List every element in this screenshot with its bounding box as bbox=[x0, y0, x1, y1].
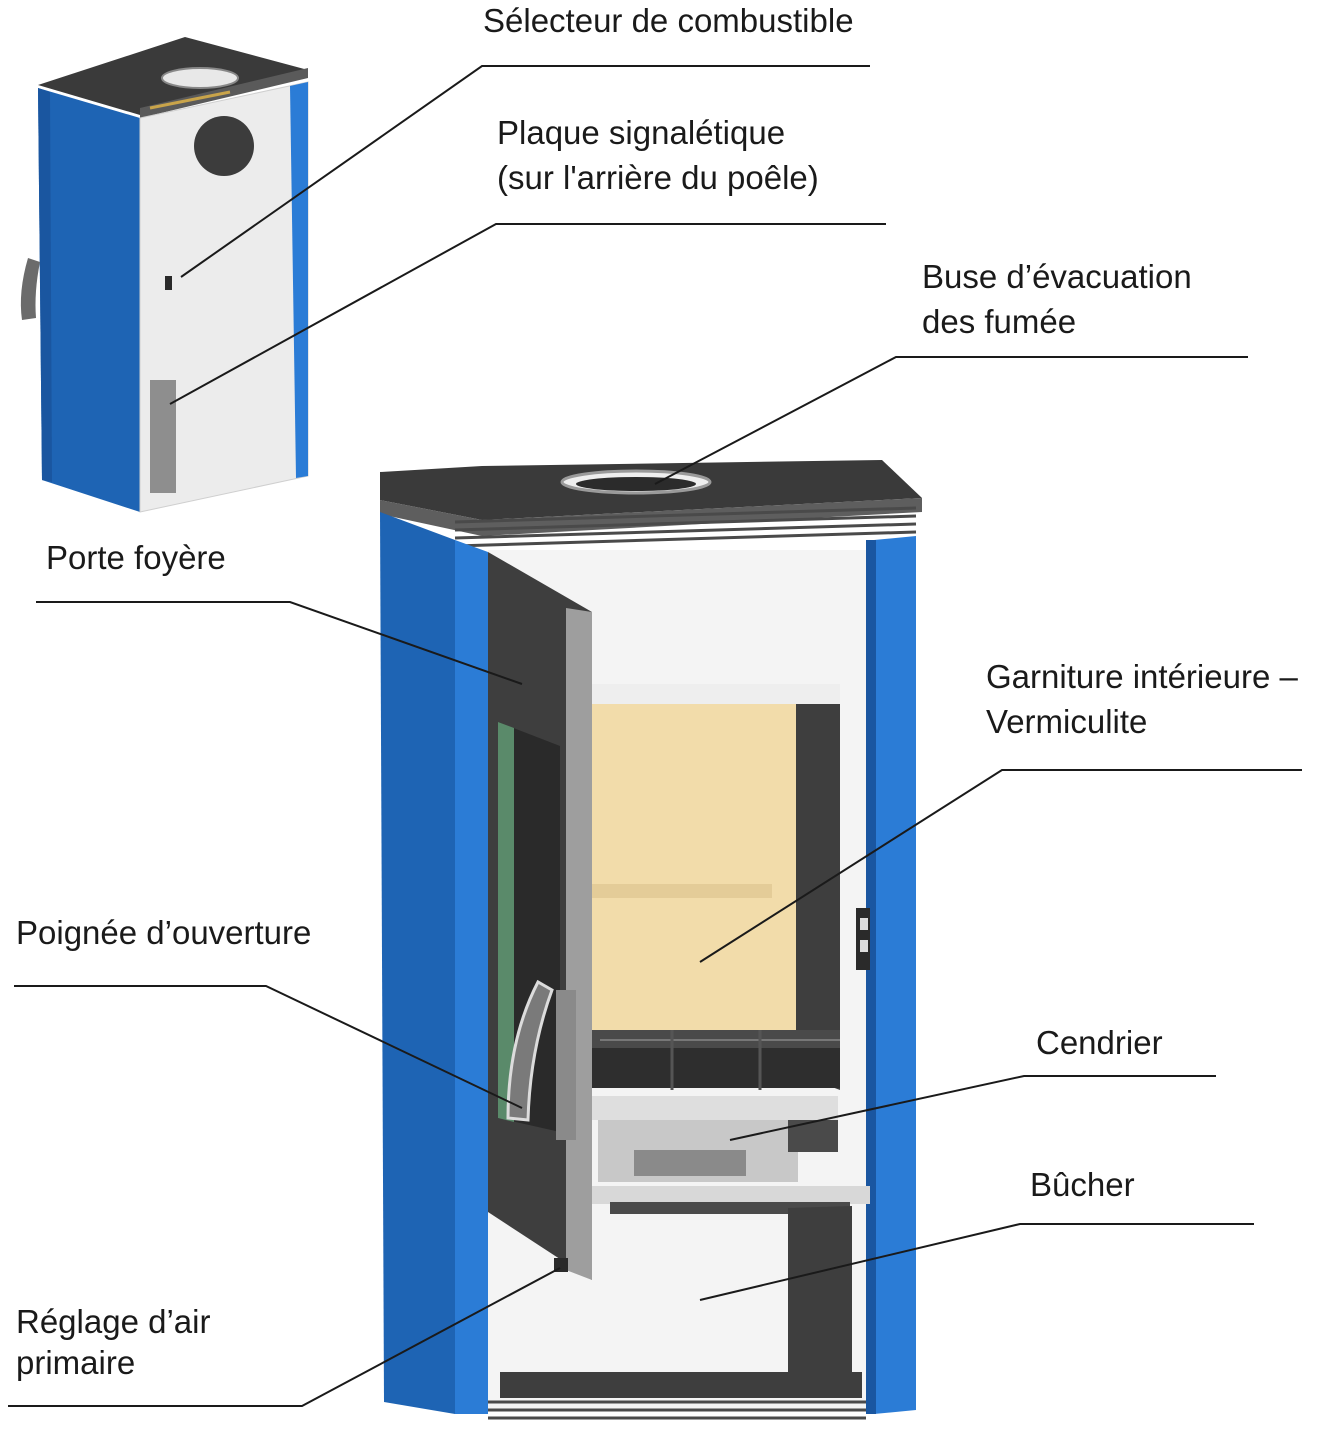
leader-primary-air bbox=[8, 1267, 561, 1407]
firebox-side-wall bbox=[792, 704, 840, 1090]
rear-side-panel-blue bbox=[38, 88, 140, 512]
label-flue-outlet-line2: des fumée bbox=[922, 303, 1076, 340]
side-latch bbox=[856, 908, 870, 970]
label-rating-plate-line1: Plaque signalétique bbox=[497, 114, 785, 151]
label-primary-air-line1: Réglage d’air bbox=[16, 1303, 210, 1340]
fire-door bbox=[488, 552, 592, 1280]
top-vent-louvres bbox=[454, 506, 917, 548]
leader-ash-pan bbox=[729, 1075, 1216, 1141]
left-side-panel-blue bbox=[380, 512, 455, 1414]
bottom-vent-louvres bbox=[488, 1400, 866, 1420]
rear-flue-port bbox=[194, 116, 254, 176]
leader-log-store bbox=[699, 1223, 1254, 1301]
leader-rating-plate bbox=[169, 223, 886, 405]
vermiculite-lining bbox=[592, 684, 796, 1044]
label-lining-line2: Vermiculite bbox=[986, 703, 1147, 740]
label-fuel-selector: Sélecteur de combustible bbox=[483, 2, 854, 39]
right-side-panel-blue bbox=[874, 536, 916, 1414]
label-handle: Poignée d’ouverture bbox=[16, 914, 311, 951]
label-log-store: Bûcher bbox=[1030, 1166, 1135, 1203]
rating-plate bbox=[150, 380, 176, 493]
rear-flue-opening bbox=[161, 67, 239, 89]
stove-rear-view bbox=[20, 37, 309, 513]
label-fire-door: Porte foyère bbox=[46, 539, 226, 576]
log-store bbox=[500, 1202, 862, 1398]
label-primary-air-line2: primaire bbox=[16, 1344, 135, 1381]
ash-pan-tray bbox=[588, 1096, 838, 1120]
leader-vermiculite bbox=[699, 769, 1302, 963]
leader-handle bbox=[14, 985, 523, 1109]
label-ash-pan: Cendrier bbox=[1036, 1024, 1163, 1061]
label-flue-outlet-line1: Buse d’évacuation bbox=[922, 258, 1192, 295]
fuel-selector-knob bbox=[165, 276, 172, 290]
leader-flue-outlet bbox=[654, 356, 1248, 485]
rear-side-handle bbox=[20, 258, 40, 320]
opening-handle bbox=[506, 979, 554, 1122]
leader-fuel-selector bbox=[180, 65, 870, 278]
label-lining-line1: Garniture intérieure – bbox=[986, 658, 1298, 695]
firebox-grate bbox=[590, 1030, 840, 1090]
label-rating-plate-line2: (sur l'arrière du poêle) bbox=[497, 159, 819, 196]
door-glass bbox=[498, 722, 514, 1122]
leader-fire-door bbox=[36, 601, 523, 685]
stove-front-view bbox=[380, 460, 922, 1420]
leader-lines bbox=[8, 65, 1302, 1407]
